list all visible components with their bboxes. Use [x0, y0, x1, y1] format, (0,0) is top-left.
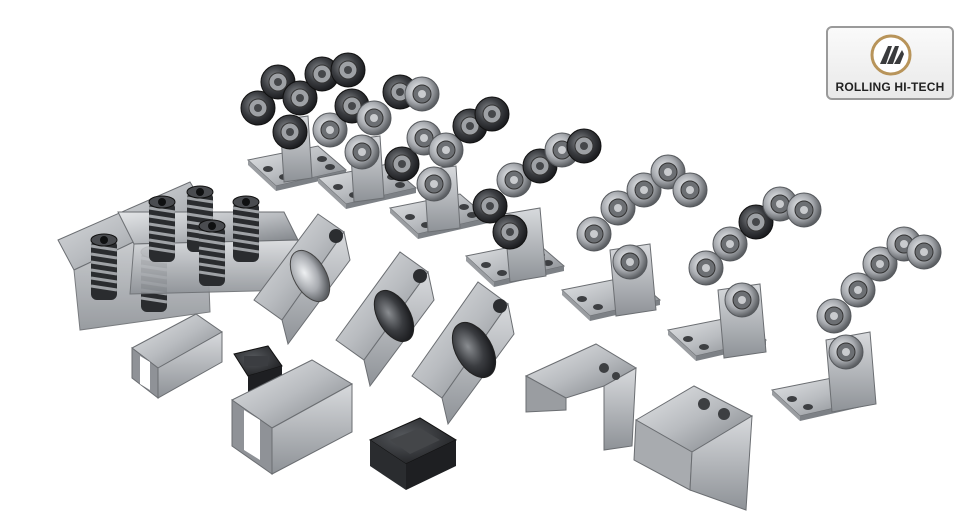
guide-roller-2 [335, 251, 435, 388]
roller-carriage-4 [465, 128, 602, 288]
brand-logo-mark-icon [870, 34, 912, 76]
roller-carriage-6 [667, 186, 822, 362]
end-cap-small [233, 345, 283, 394]
brand-logo: ROLLING HI-TECH [826, 26, 954, 100]
support-bracket-small [524, 343, 637, 451]
guide-roller-1 [253, 213, 351, 346]
roller-carriage-2 [312, 74, 440, 210]
roller-carriage-7 [771, 226, 942, 422]
brand-name: ROLLING HI-TECH [835, 80, 945, 94]
roller-carriage-1 [240, 52, 366, 192]
guide-roller-3 [411, 281, 515, 426]
rail-connector-large [231, 359, 354, 475]
end-cap-large [368, 417, 458, 490]
roller-carriage-3 [384, 96, 510, 240]
support-bracket-large [633, 385, 754, 511]
rail-connector-small [131, 313, 223, 400]
roller-carriage-5 [561, 154, 708, 322]
spring-buffer-quad [117, 184, 299, 295]
